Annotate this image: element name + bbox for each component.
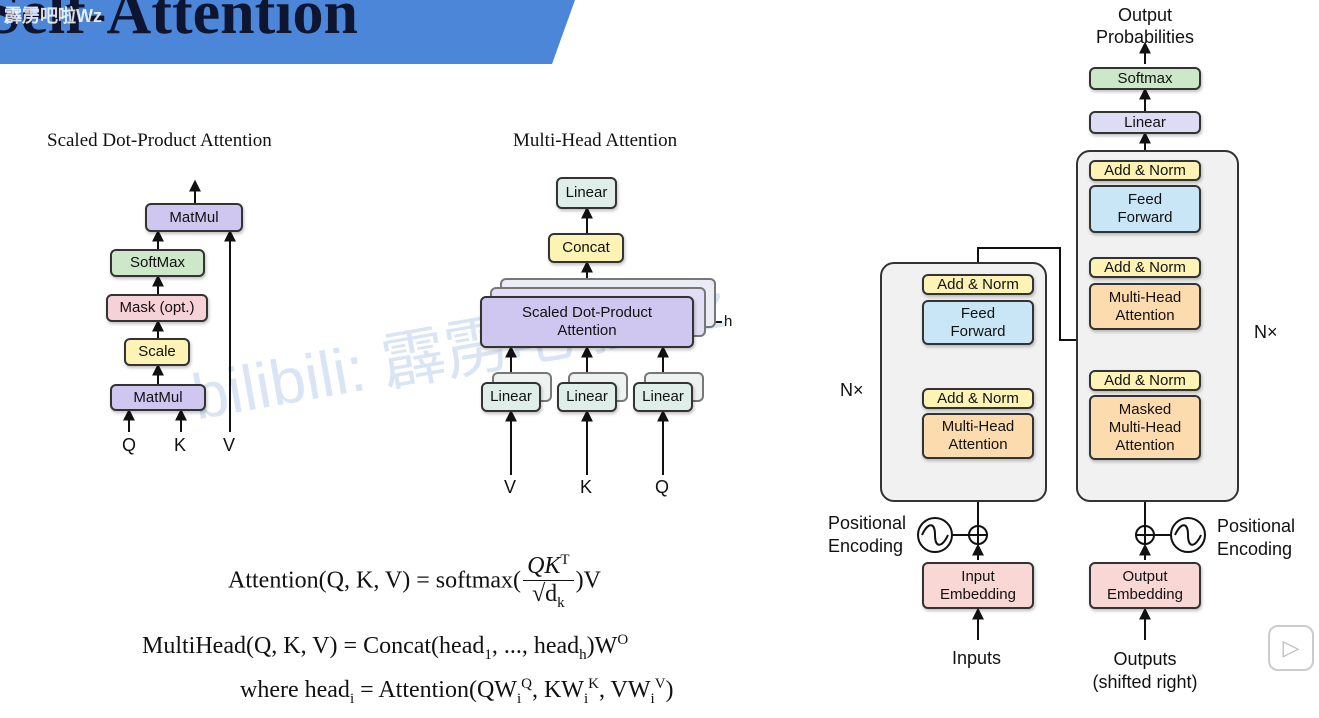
attention-formula: Attention(Q, K, V) = softmax(QKT√dk)V bbox=[228, 552, 601, 611]
mha-linear-q-box: Linear bbox=[633, 382, 693, 412]
enc-addnorm-top-box: Add & Norm bbox=[922, 274, 1034, 295]
sdpa-input-v: V bbox=[223, 435, 236, 455]
mha-linear-top-box: Linear bbox=[556, 177, 617, 209]
enc-nx-label: N× bbox=[840, 380, 864, 400]
dec-addnorm-bottom-box: Add & Norm bbox=[1089, 370, 1201, 391]
slide-title: Self-Attention bbox=[0, 0, 358, 47]
mha-linear-k-box: Linear bbox=[557, 382, 617, 412]
dec-nx-label: N× bbox=[1254, 322, 1278, 342]
mha-title: Multi-Head Attention bbox=[513, 130, 678, 151]
mha-input-k: K bbox=[580, 477, 593, 497]
sdpa-mask-box: Mask (opt.) bbox=[106, 294, 208, 322]
mha-sdpa-line1: Scaled Dot-Product bbox=[521, 304, 653, 321]
transformer-linear-box: Linear bbox=[1089, 111, 1201, 134]
where-head-formula: where headi = Attention(QWiQ, KWiK, VWiV… bbox=[240, 676, 674, 707]
mha-input-q: Q bbox=[655, 477, 670, 497]
sdpa-input-k: K bbox=[174, 435, 187, 455]
mha-input-v: V bbox=[504, 477, 517, 497]
sdpa-input-q: Q bbox=[122, 435, 137, 455]
sdpa-matmul-bottom-box: MatMul bbox=[110, 384, 206, 411]
inputs-label: Inputs bbox=[952, 648, 1002, 668]
outputs-label: Outputs(shifted right) bbox=[1092, 649, 1198, 692]
dec-addnorm-mid-box: Add & Norm bbox=[1089, 257, 1201, 278]
multihead-formula: MultiHead(Q, K, V) = Concat(head1, ..., … bbox=[142, 632, 629, 663]
uploader-watermark: 霹雳吧啦Wz bbox=[4, 6, 102, 26]
play-icon: ▷ bbox=[1282, 635, 1300, 660]
sdpa-matmul-top-box: MatMul bbox=[145, 203, 243, 232]
dec-addnorm-top-box: Add & Norm bbox=[1089, 160, 1201, 181]
sdpa-softmax-box: SoftMax bbox=[110, 249, 205, 277]
transformer-softmax-box: Softmax bbox=[1089, 67, 1201, 90]
encoder-group bbox=[880, 262, 1047, 502]
mha-sdpa-line2: Attention bbox=[557, 322, 617, 339]
sdpa-title: Scaled Dot-Product Attention bbox=[47, 130, 272, 151]
title-banner bbox=[0, 0, 575, 64]
sdpa-scale-box: Scale bbox=[124, 338, 190, 366]
enc-addnorm-bottom-box: Add & Norm bbox=[922, 388, 1034, 409]
play-button[interactable]: ▷ bbox=[1268, 625, 1314, 671]
mha-h-label: h bbox=[724, 313, 733, 330]
mha-linear-v-box: Linear bbox=[481, 382, 541, 412]
mha-concat-box: Concat bbox=[548, 233, 624, 263]
